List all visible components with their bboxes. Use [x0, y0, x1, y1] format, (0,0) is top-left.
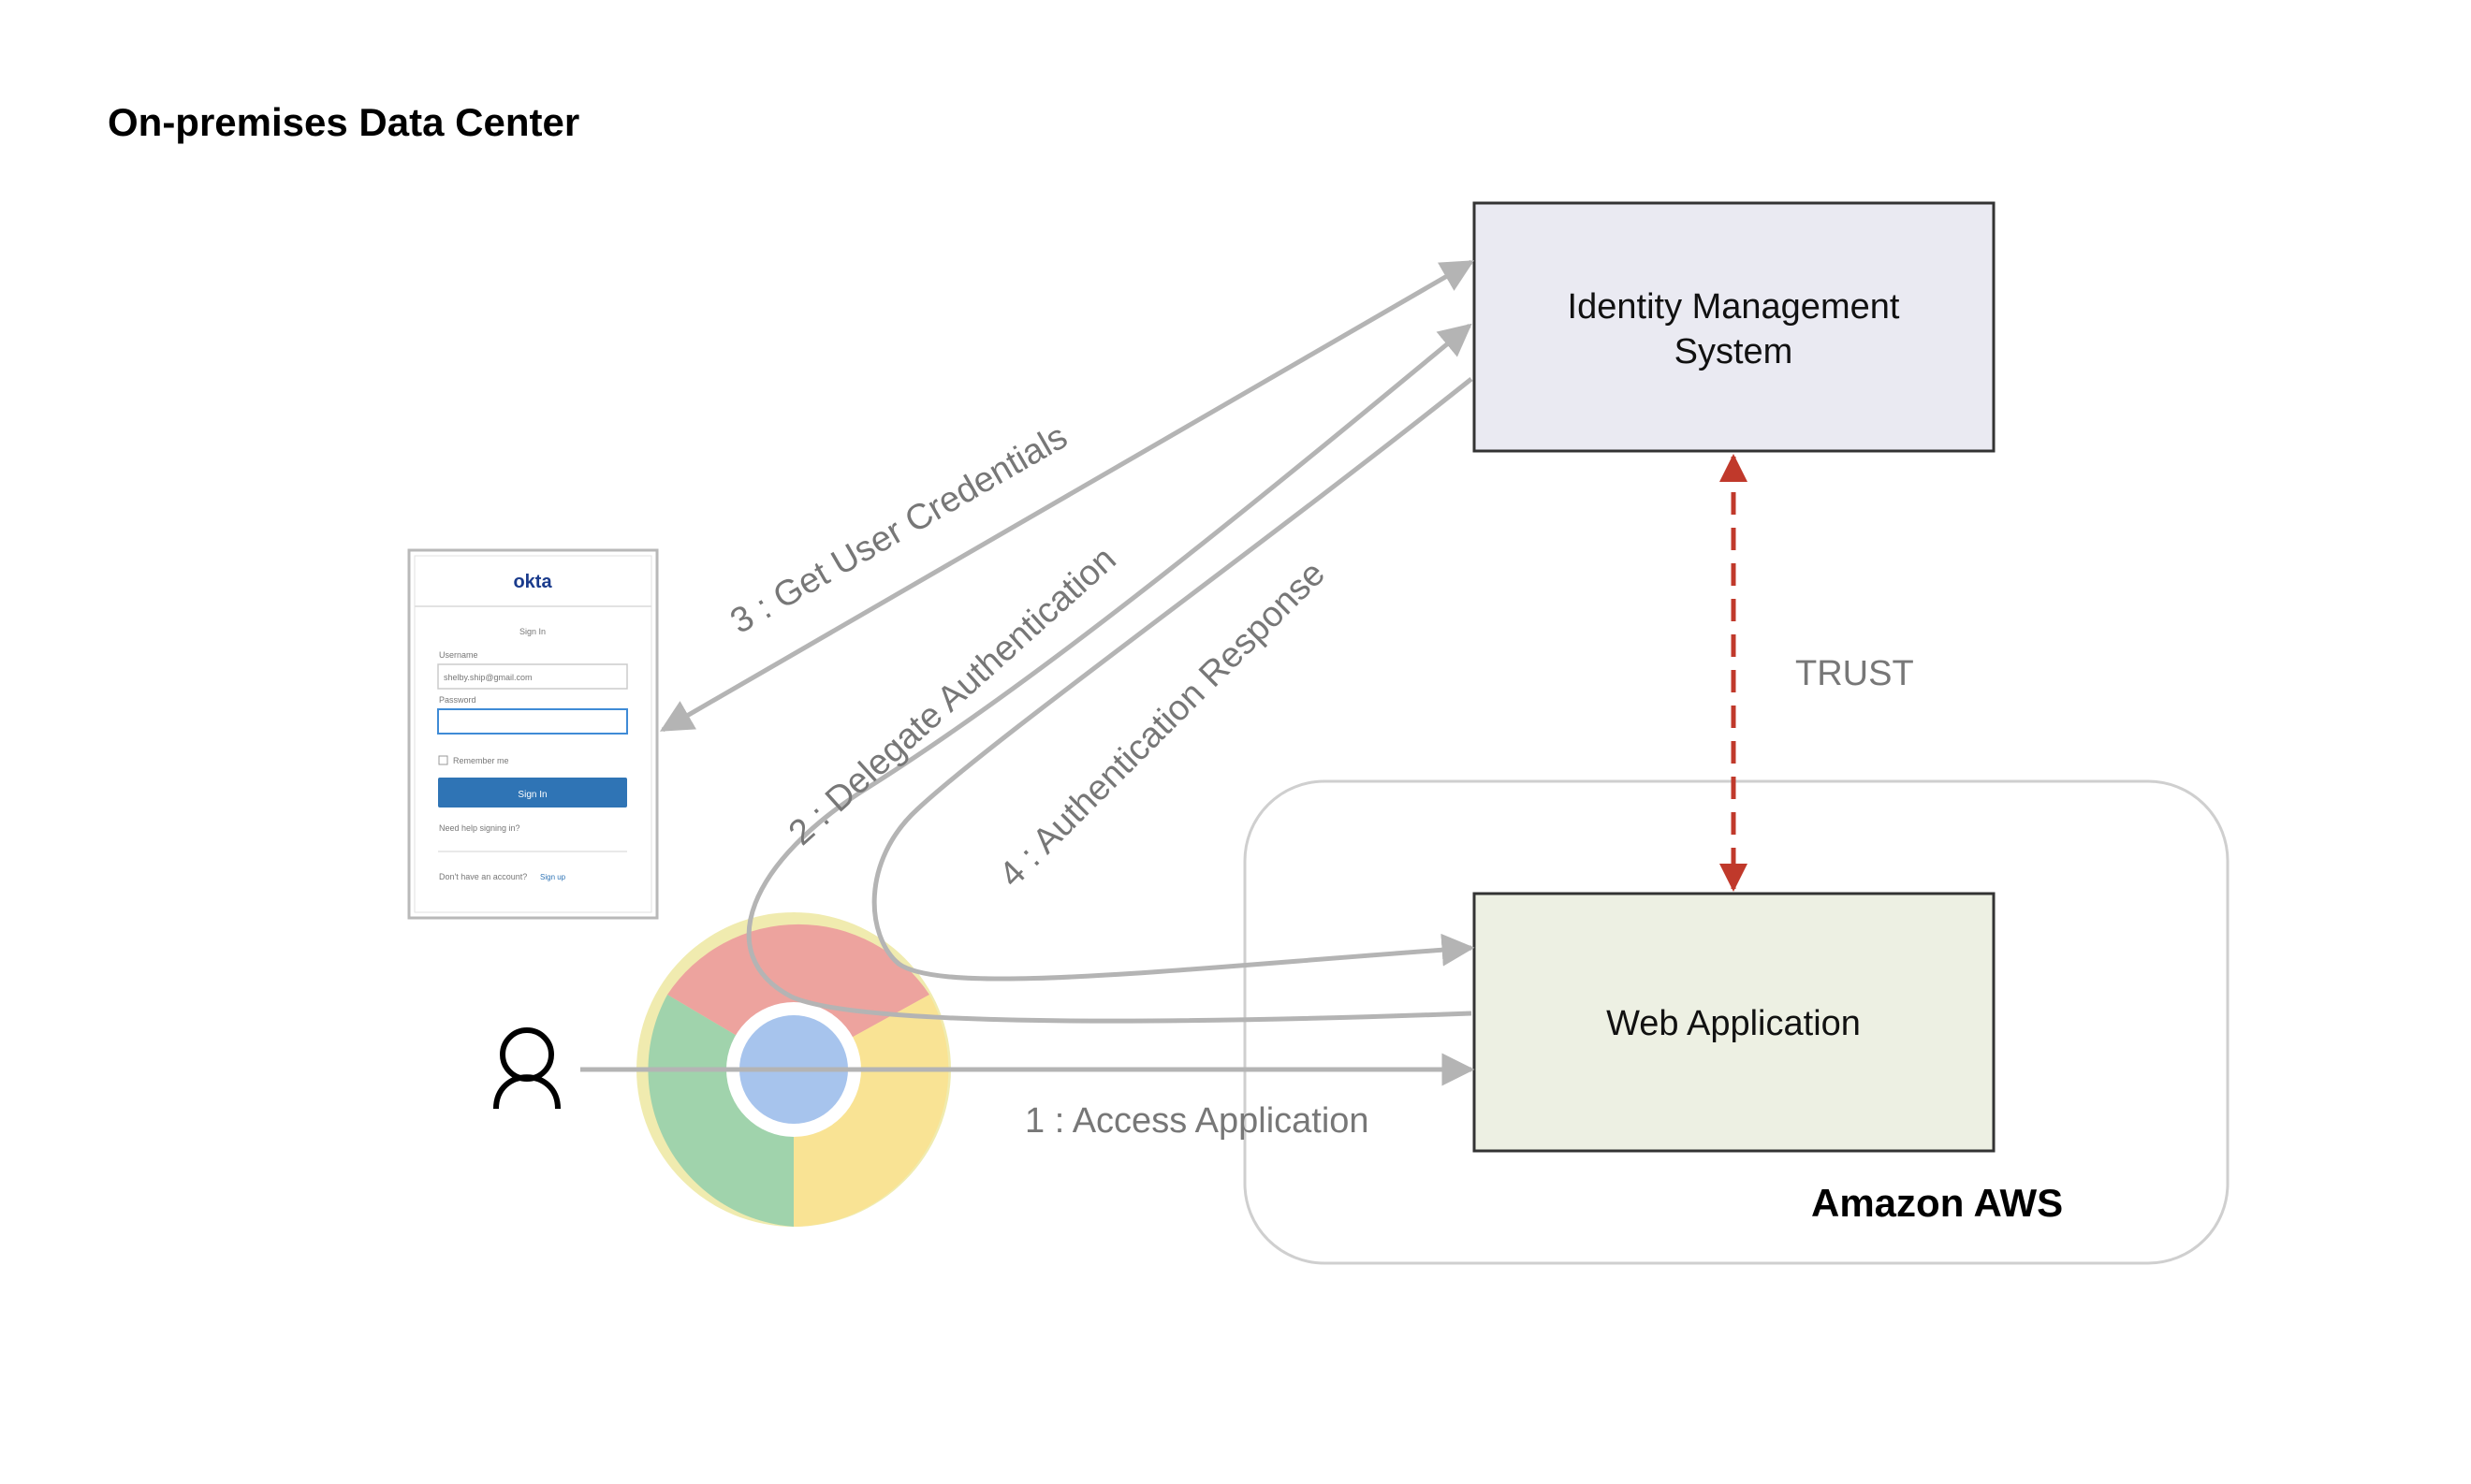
aws-label: Amazon AWS: [1811, 1181, 2063, 1225]
okta-help-link: Need help signing in?: [439, 823, 520, 833]
okta-username-value: shelby.ship@gmail.com: [444, 673, 533, 682]
okta-brand: okta: [513, 572, 552, 592]
flow-step1-label: 1 : Access Application: [1025, 1101, 1369, 1141]
idm-label-line1: Identity Management: [1568, 287, 1900, 327]
identity-management-node[interactable]: Identity Management System: [1472, 201, 1996, 453]
okta-heading: Sign In: [519, 627, 546, 636]
okta-remember-label: Remember me: [453, 756, 509, 765]
chrome-browser-icon: [636, 912, 951, 1227]
diagram-title: On-premises Data Center: [108, 100, 579, 144]
idm-label-line2: System: [1674, 332, 1793, 371]
user-icon: [493, 1027, 561, 1110]
flow-step3-arrow: [659, 259, 1475, 733]
okta-password-label: Password: [439, 695, 476, 705]
trust-label: TRUST: [1795, 654, 1914, 693]
okta-signup-link: Sign up: [540, 873, 566, 881]
okta-password-field: [437, 708, 628, 735]
webapp-label: Web Application: [1606, 1004, 1861, 1043]
web-application-node[interactable]: Web Application: [1472, 892, 1996, 1153]
flow-step2-arrow: [746, 323, 1472, 1024]
okta-signin-button: [438, 778, 627, 807]
okta-username-field: [437, 663, 628, 690]
okta-remember-checkbox: [438, 755, 448, 765]
okta-login-icon: okta Sign In Username shelby.ship@gmail.…: [407, 548, 659, 920]
okta-signup-prompt: Don't have an account?: [439, 872, 527, 881]
flow-step4-arrow: [871, 377, 1475, 982]
okta-username-label: Username: [439, 650, 478, 660]
okta-signin-label: Sign In: [518, 790, 547, 800]
